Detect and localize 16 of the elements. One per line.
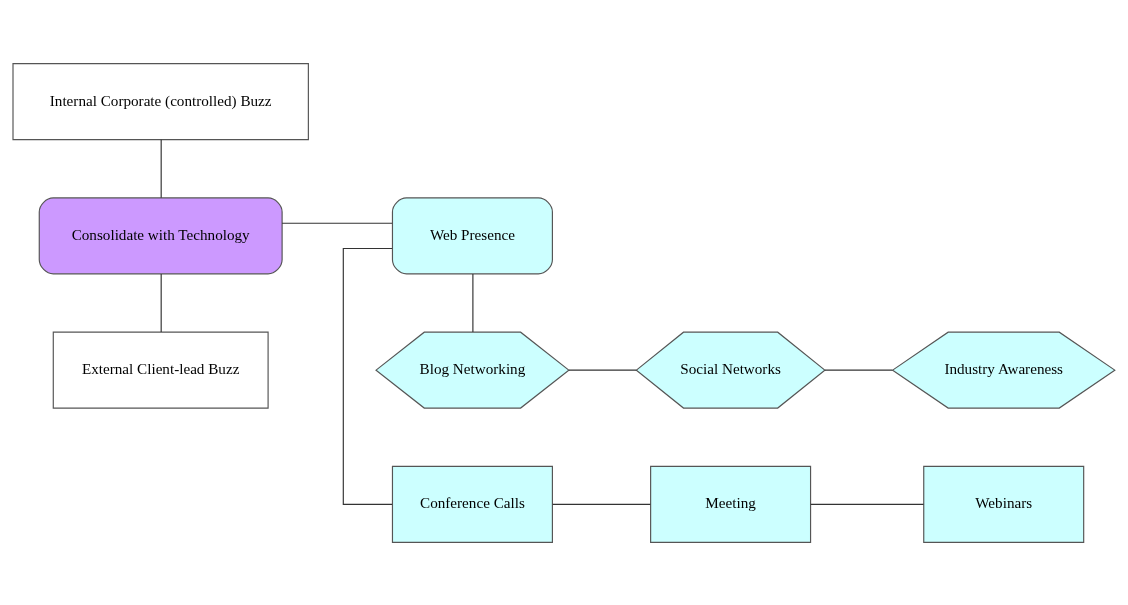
connector: [281, 222, 393, 224]
node-box: Web Presence: [391, 196, 553, 274]
node-box: Meeting: [650, 465, 812, 543]
connector: [552, 503, 651, 505]
connector: [810, 503, 925, 505]
connector: [160, 272, 162, 332]
node-box: Consolidate with Technology: [38, 196, 283, 274]
connector: [342, 247, 393, 505]
node-box: Internal Corporate (controlled) Buzz: [12, 62, 309, 140]
node-box: Conference Calls: [391, 465, 553, 543]
node-box: External Client-lead Buzz: [52, 331, 269, 409]
connector: [160, 138, 162, 198]
node-box: Webinars: [923, 465, 1085, 543]
connector: [824, 369, 893, 371]
connector: [568, 369, 637, 371]
connector: [472, 272, 474, 332]
